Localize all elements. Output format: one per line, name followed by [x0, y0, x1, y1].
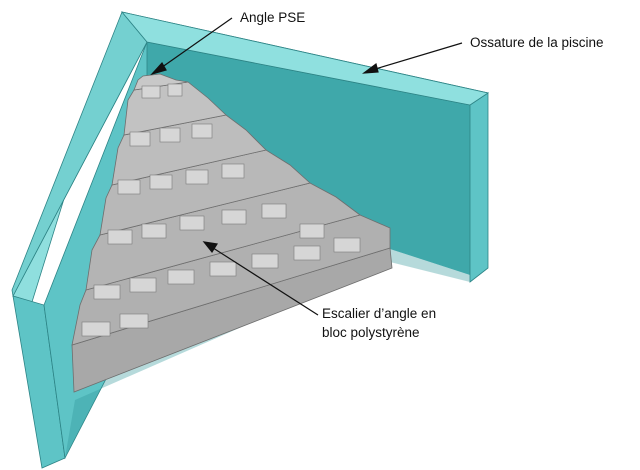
- leader-angle-arrow: [150, 61, 167, 76]
- leader-stair-arrow: [202, 241, 218, 254]
- leader-lines: [150, 17, 463, 316]
- leader-stair: [209, 245, 319, 316]
- corner-stair: [71, 73, 393, 393]
- pool-frame-right-outer-face: [469, 92, 489, 283]
- pool-frame-inner-face-right: [147, 42, 470, 275]
- leader-frame: [371, 42, 463, 71]
- label-angle-pse: Angle PSE: [240, 10, 305, 25]
- leader-frame-arrow: [362, 62, 379, 74]
- label-stair-line-2: bloc polystyrène: [322, 325, 420, 340]
- leader-angle: [157, 17, 233, 71]
- label-stair-line-1: Escalier d’angle en: [322, 306, 436, 321]
- block-texture: [81, 83, 361, 337]
- label-pool-frame: Ossature de la piscine: [470, 35, 604, 50]
- pool-frame-right-top: [120, 11, 490, 106]
